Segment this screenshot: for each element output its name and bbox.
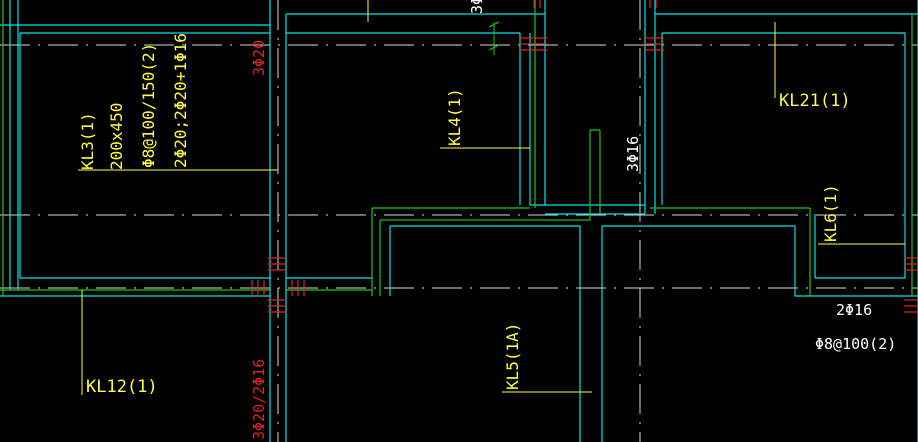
rebar-ticks	[251, 0, 918, 313]
kl3-section-label: 200x450	[107, 103, 126, 170]
kl3-name-label: KL3(1)	[78, 112, 97, 170]
stirrup-phi8-label: Φ8@100(2)	[815, 335, 896, 353]
kl3-rebar-label: 2Φ20;2Φ20+1Φ16	[171, 33, 190, 168]
kl21-name-label: KL21(1)	[779, 91, 851, 111]
wall-lines	[0, 0, 913, 296]
kl3-stirrup-label: Φ8@100/150(2)	[139, 43, 158, 168]
top-partial-label: 3Φ	[468, 0, 486, 14]
dimension-marker	[488, 21, 500, 55]
kl6-name-label: KL6(1)	[821, 184, 840, 242]
kl12-name-label: KL12(1)	[86, 377, 158, 397]
rebar-2phi16-label: 2Φ16	[836, 301, 872, 319]
kl5-name-label: KL5(1A)	[503, 323, 522, 390]
rebar-3phi20-label: 3Φ20	[250, 40, 268, 76]
leader-lines	[78, 0, 905, 395]
annotations: KL3(1) 200x450 Φ8@100/150(2) 2Φ20;2Φ20+1…	[78, 0, 896, 440]
kl4-name-label: KL4(1)	[445, 88, 464, 146]
rebar-3phi16-label: 3Φ16	[624, 136, 642, 172]
rebar-3phi20-2phi16-label: 3Φ20/2Φ16	[250, 359, 268, 440]
